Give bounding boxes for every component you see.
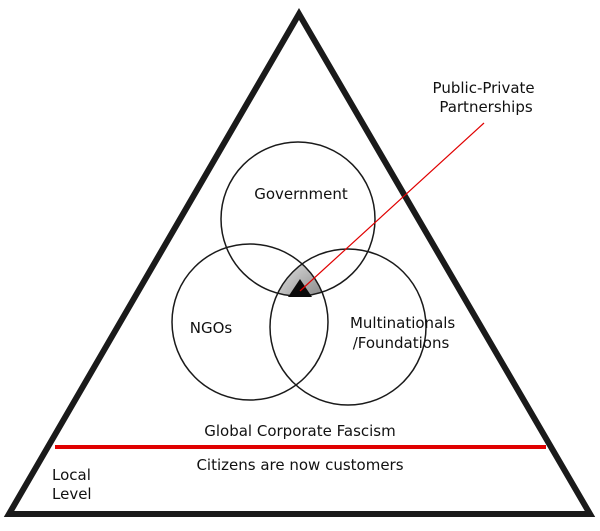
ngos-label: NGOs	[190, 319, 233, 337]
center-triangle	[288, 279, 312, 297]
outer-triangle	[3, 8, 596, 517]
multinationals-circle	[269, 248, 427, 406]
pointer-line	[299, 122, 485, 292]
multinationals-label: Multinationals /Foundations	[350, 314, 460, 352]
ngos-circle	[171, 243, 329, 401]
global-corporate-fascism-label: Global Corporate Fascism	[204, 422, 395, 440]
local-level-label: Local Level	[52, 466, 96, 503]
public-private-label: Public-Private Partnerships	[433, 79, 540, 116]
citizens-label: Citizens are now customers	[196, 456, 403, 474]
center-intersection	[270, 249, 328, 296]
government-label: Government	[254, 185, 348, 203]
